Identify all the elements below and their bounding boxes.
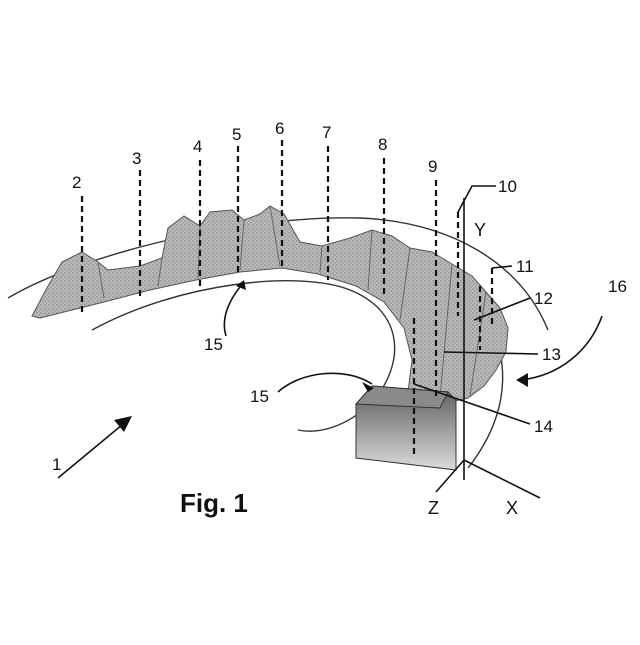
leader-lines (58, 186, 602, 478)
label-15-top: 15 (204, 335, 223, 354)
label-15-bottom: 15 (250, 387, 269, 406)
arrow-15-top (224, 282, 244, 336)
label-10: 10 (498, 177, 517, 196)
label-9: 9 (428, 157, 437, 176)
label-5: 5 (232, 125, 241, 144)
axis-z-label: Z (428, 498, 439, 518)
arrow-15-bottom (278, 373, 372, 392)
figure-title: Fig. 1 (180, 488, 248, 518)
axis-x-label: X (506, 498, 518, 518)
label-16: 16 (608, 277, 627, 296)
label-8: 8 (378, 135, 387, 154)
axis-y-label: Y (474, 220, 486, 240)
label-3: 3 (132, 149, 141, 168)
arrow-16-head (516, 373, 528, 387)
label-14: 14 (534, 417, 553, 436)
label-6: 6 (275, 119, 284, 138)
arrow-15-top-head (236, 280, 246, 290)
inner-arch-curve (92, 281, 395, 431)
arrow-1 (58, 420, 128, 478)
label-13: 13 (542, 345, 561, 364)
leader-11 (492, 266, 512, 268)
label-1: 1 (52, 455, 61, 474)
label-12: 12 (534, 289, 553, 308)
label-11: 11 (516, 257, 534, 276)
arrow-16 (520, 316, 602, 380)
label-2: 2 (72, 173, 81, 192)
reference-numerals: 2 3 4 5 6 7 8 9 10 11 12 13 14 15 15 16 … (52, 119, 627, 518)
label-4: 4 (193, 137, 202, 156)
label-7: 7 (322, 123, 331, 142)
